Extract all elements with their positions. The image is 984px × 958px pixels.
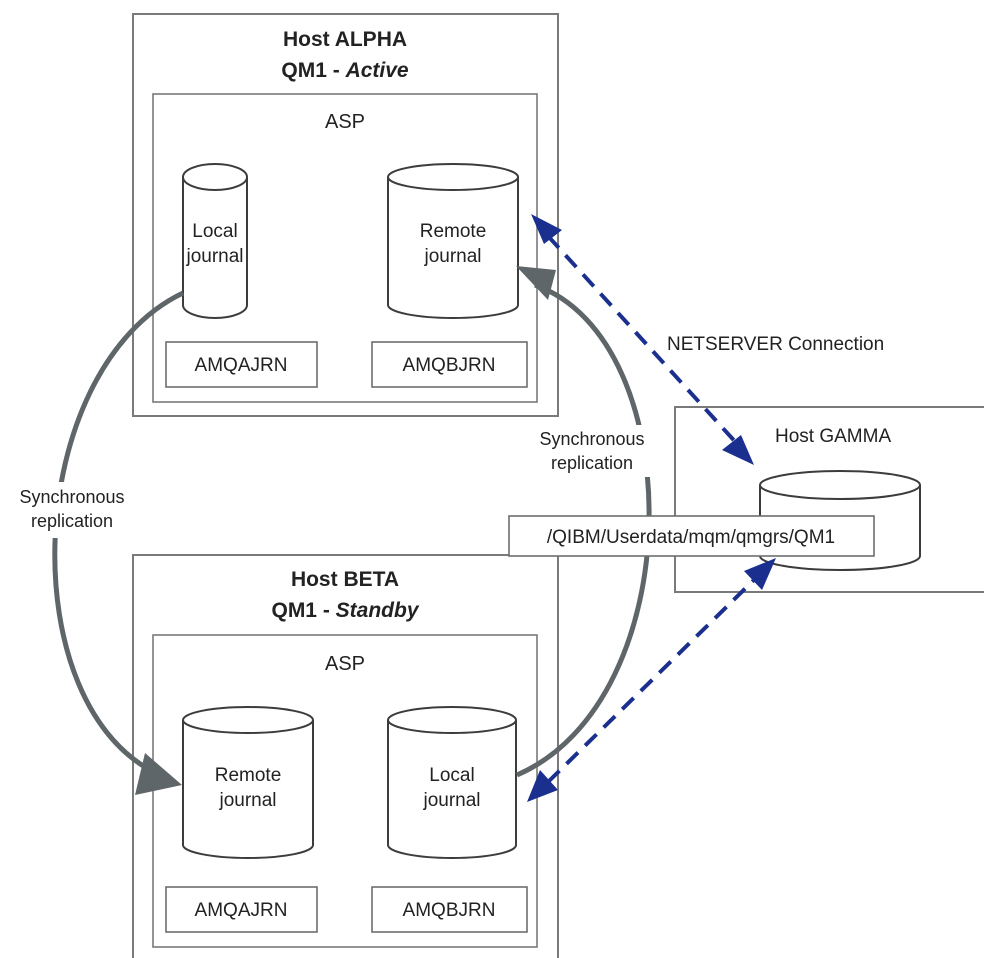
- netserver-connection-label: NETSERVER Connection: [667, 334, 884, 355]
- journal-label-line1: Remote: [215, 765, 282, 786]
- netserver-connection-arrow-top: [531, 214, 754, 465]
- sync-label-line1: Synchronous: [19, 487, 124, 507]
- alpha-local-journal-icon: Local journal: [182, 163, 248, 319]
- alpha-receiver-amqbjrn: AMQBJRN: [403, 355, 496, 376]
- host-alpha-qm-status: QM1 - Active: [281, 59, 409, 82]
- host-alpha: Host ALPHA QM1 - Active ASP Local journa…: [132, 13, 559, 417]
- qm-state: Standby: [336, 599, 420, 622]
- host-gamma: Host GAMMA: [674, 406, 984, 593]
- host-beta: Host BETA QM1 - Standby ASP Remote journ…: [132, 554, 559, 958]
- journal-label-line1: Local: [429, 765, 474, 786]
- sync-label-line2: replication: [31, 511, 113, 531]
- beta-receiver-amqajrn: AMQAJRN: [195, 900, 288, 921]
- qm-prefix: QM1 -: [281, 59, 345, 82]
- journal-label-line1: Local: [192, 221, 237, 242]
- sync-label-line1: Synchronous: [539, 429, 644, 449]
- host-beta-title: Host BETA: [291, 568, 399, 591]
- beta-receiver-amqbjrn: AMQBJRN: [403, 900, 496, 921]
- journal-label-line2: journal: [218, 790, 276, 811]
- beta-asp-label: ASP: [325, 653, 365, 675]
- alpha-receiver-amqajrn: AMQAJRN: [195, 355, 288, 376]
- journal-label-line2: journal: [185, 246, 243, 267]
- ifs-path-label: /QIBM/Userdata/mqm/qmgrs/QM1: [508, 515, 875, 557]
- sync-label-line2: replication: [551, 453, 633, 473]
- host-beta-qm-status: QM1 - Standby: [271, 599, 419, 622]
- qm-state: Active: [345, 59, 409, 82]
- journal-label-line2: journal: [423, 246, 481, 267]
- alpha-asp-label: ASP: [325, 111, 365, 133]
- journal-label-line1: Remote: [420, 221, 487, 242]
- alpha-remote-journal-icon: Remote journal: [387, 163, 519, 319]
- host-gamma-title: Host GAMMA: [775, 426, 891, 447]
- beta-remote-journal-icon: Remote journal: [182, 706, 314, 859]
- host-alpha-title: Host ALPHA: [283, 28, 407, 51]
- ifs-path-text: /QIBM/Userdata/mqm/qmgrs/QM1: [547, 527, 835, 548]
- replication-arrow-alpha-to-beta: [52, 290, 185, 795]
- sync-replication-label-left: Synchronous replication: [5, 482, 140, 538]
- sync-replication-label-right: Synchronous replication: [535, 425, 657, 477]
- journal-label-line2: journal: [422, 790, 480, 811]
- beta-local-journal-icon: Local journal: [387, 706, 517, 859]
- netserver-connection-arrow-bottom: [527, 558, 776, 802]
- qm-prefix: QM1 -: [271, 599, 335, 622]
